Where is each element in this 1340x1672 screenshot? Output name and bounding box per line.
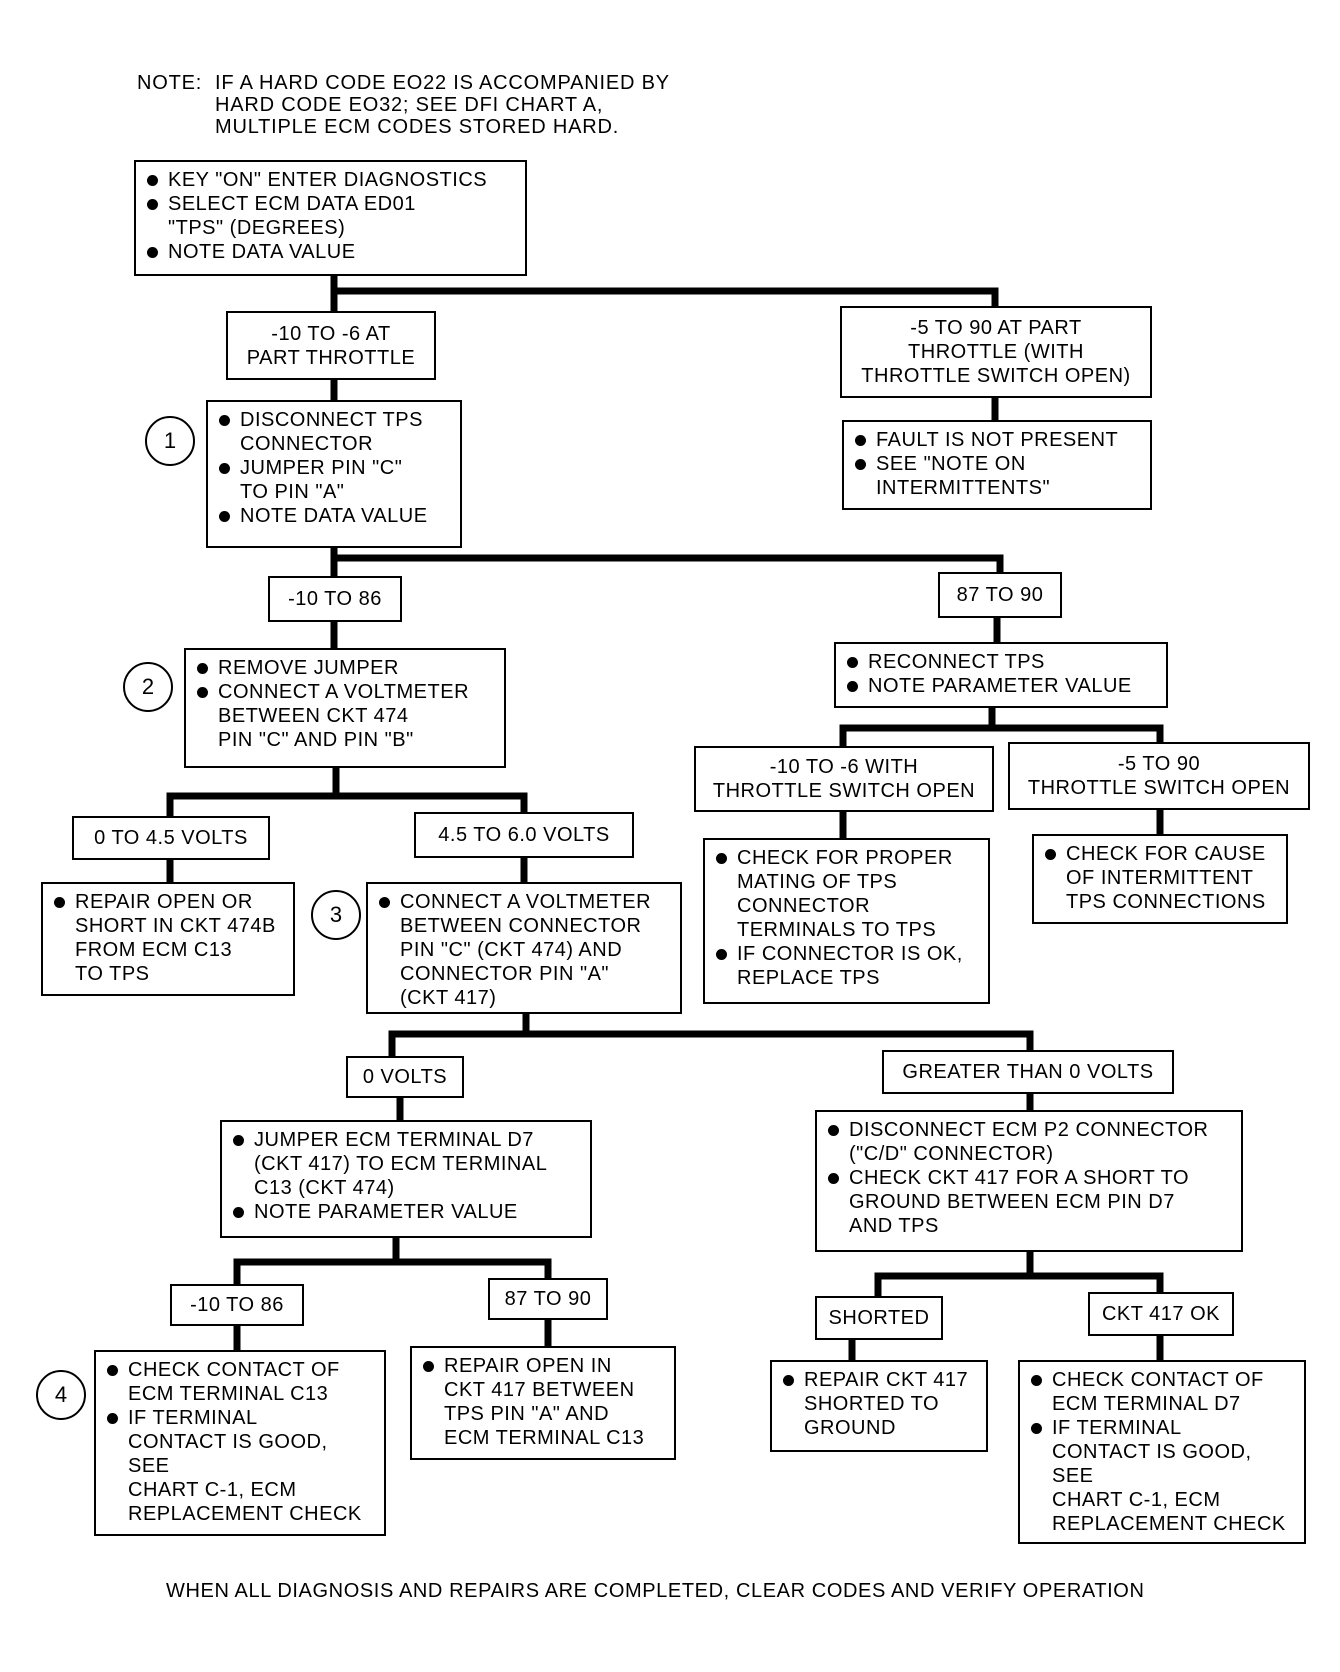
jumper-ecm-box: JUMPER ECM TERMINAL D7 (CKT 417) TO ECM … — [220, 1120, 592, 1238]
condition-volts-ok: 4.5 TO 6.0 VOLTS — [414, 812, 634, 858]
check-mating-item: IF CONNECTOR IS OK, REPLACE TPS — [713, 942, 980, 990]
step-2-box: REMOVE JUMPER CONNECT A VOLTMETER BETWEE… — [184, 648, 506, 768]
condition-switch-ok: -5 TO 90 THROTTLE SWITCH OPEN — [1008, 742, 1310, 810]
step-2-item: CONNECT A VOLTMETER BETWEEN CKT 474 PIN … — [194, 680, 496, 752]
disconnect-p2-box: DISCONNECT ECM P2 CONNECTOR ("C/D" CONNE… — [815, 1110, 1243, 1252]
step-1-item: JUMPER PIN "C" TO PIN "A" — [216, 456, 452, 504]
disconnect-p2-item: CHECK CKT 417 FOR A SHORT TO GROUND BETW… — [825, 1166, 1233, 1238]
condition-shorted: SHORTED — [815, 1296, 943, 1340]
step-4-box: CHECK CONTACT OF ECM TERMINAL C13 IF TER… — [94, 1350, 386, 1536]
check-d7-box: CHECK CONTACT OF ECM TERMINAL D7 IF TERM… — [1018, 1360, 1306, 1544]
step-1-marker: 1 — [145, 416, 195, 466]
fault-item: SEE "NOTE ON INTERMITTENTS" — [852, 452, 1142, 500]
condition-greater-than-zero: GREATER THAN 0 VOLTS — [882, 1050, 1174, 1094]
step-3-box: CONNECT A VOLTMETER BETWEEN CONNECTOR PI… — [366, 882, 682, 1014]
repair-short-417-item: REPAIR CKT 417 SHORTED TO GROUND — [780, 1368, 978, 1440]
fault-item: FAULT IS NOT PRESENT — [852, 428, 1142, 452]
repair-short-417-box: REPAIR CKT 417 SHORTED TO GROUND — [770, 1360, 988, 1452]
reconnect-item: RECONNECT TPS — [844, 650, 1158, 674]
step-1-item: DISCONNECT TPS CONNECTOR — [216, 408, 452, 456]
reconnect-tps-box: RECONNECT TPS NOTE PARAMETER VALUE — [834, 642, 1168, 708]
condition-zero-volts: 0 VOLTS — [346, 1056, 464, 1098]
step-1-item: NOTE DATA VALUE — [216, 504, 452, 528]
step-3-item: CONNECT A VOLTMETER BETWEEN CONNECTOR PI… — [376, 890, 672, 1010]
fault-not-present-box: FAULT IS NOT PRESENT SEE "NOTE ON INTERM… — [842, 420, 1152, 510]
step-3-marker: 3 — [311, 890, 361, 940]
condition-part-throttle-ok: -5 TO 90 AT PART THROTTLE (WITH THROTTLE… — [840, 306, 1152, 398]
condition-switch-low: -10 TO -6 WITH THROTTLE SWITCH OPEN — [694, 746, 994, 812]
footer-text: WHEN ALL DIAGNOSIS AND REPAIRS ARE COMPL… — [166, 1580, 1145, 1602]
start-item: KEY "ON" ENTER DIAGNOSTICS — [144, 168, 517, 192]
condition-ckt-417-ok: CKT 417 OK — [1088, 1292, 1234, 1336]
step-1-box: DISCONNECT TPS CONNECTOR JUMPER PIN "C" … — [206, 400, 462, 548]
step-4-item: IF TERMINAL CONTACT IS GOOD, SEE CHART C… — [104, 1406, 376, 1526]
check-mating-item: CHECK FOR PROPER MATING OF TPS CONNECTOR… — [713, 846, 980, 942]
condition-step1-low: -10 TO 86 — [268, 576, 402, 622]
check-d7-item: IF TERMINAL CONTACT IS GOOD, SEE CHART C… — [1028, 1416, 1296, 1536]
start-item: SELECT ECM DATA ED01 "TPS" (DEGREES) — [144, 192, 517, 240]
condition-jumper-low: -10 TO 86 — [170, 1284, 304, 1326]
step-2-item: REMOVE JUMPER — [194, 656, 496, 680]
check-intermittent-box: CHECK FOR CAUSE OF INTERMITTENT TPS CONN… — [1032, 834, 1288, 924]
note-label: NOTE: — [137, 72, 203, 94]
jumper-ecm-item: NOTE PARAMETER VALUE — [230, 1200, 582, 1224]
repair-open-417-box: REPAIR OPEN IN CKT 417 BETWEEN TPS PIN "… — [410, 1346, 676, 1460]
check-mating-box: CHECK FOR PROPER MATING OF TPS CONNECTOR… — [703, 838, 990, 1004]
condition-part-throttle-low: -10 TO -6 AT PART THROTTLE — [226, 311, 436, 380]
start-item: NOTE DATA VALUE — [144, 240, 517, 264]
step-2-marker: 2 — [123, 662, 173, 712]
condition-step1-high: 87 TO 90 — [938, 572, 1062, 618]
check-intermittent-item: CHECK FOR CAUSE OF INTERMITTENT TPS CONN… — [1042, 842, 1278, 914]
reconnect-item: NOTE PARAMETER VALUE — [844, 674, 1158, 698]
repair-474b-box: REPAIR OPEN OR SHORT IN CKT 474B FROM EC… — [41, 882, 295, 996]
repair-open-417-item: REPAIR OPEN IN CKT 417 BETWEEN TPS PIN "… — [420, 1354, 666, 1450]
step-4-marker: 4 — [36, 1370, 86, 1420]
condition-volts-low: 0 TO 4.5 VOLTS — [72, 816, 270, 860]
step-4-item: CHECK CONTACT OF ECM TERMINAL C13 — [104, 1358, 376, 1406]
check-d7-item: CHECK CONTACT OF ECM TERMINAL D7 — [1028, 1368, 1296, 1416]
jumper-ecm-item: JUMPER ECM TERMINAL D7 (CKT 417) TO ECM … — [230, 1128, 582, 1200]
repair-474b-item: REPAIR OPEN OR SHORT IN CKT 474B FROM EC… — [51, 890, 285, 986]
start-box: KEY "ON" ENTER DIAGNOSTICS SELECT ECM DA… — [134, 160, 527, 276]
disconnect-p2-item: DISCONNECT ECM P2 CONNECTOR ("C/D" CONNE… — [825, 1118, 1233, 1166]
note-text: IF A HARD CODE EO22 IS ACCOMPANIED BY HA… — [215, 72, 670, 138]
condition-jumper-high: 87 TO 90 — [488, 1278, 608, 1320]
